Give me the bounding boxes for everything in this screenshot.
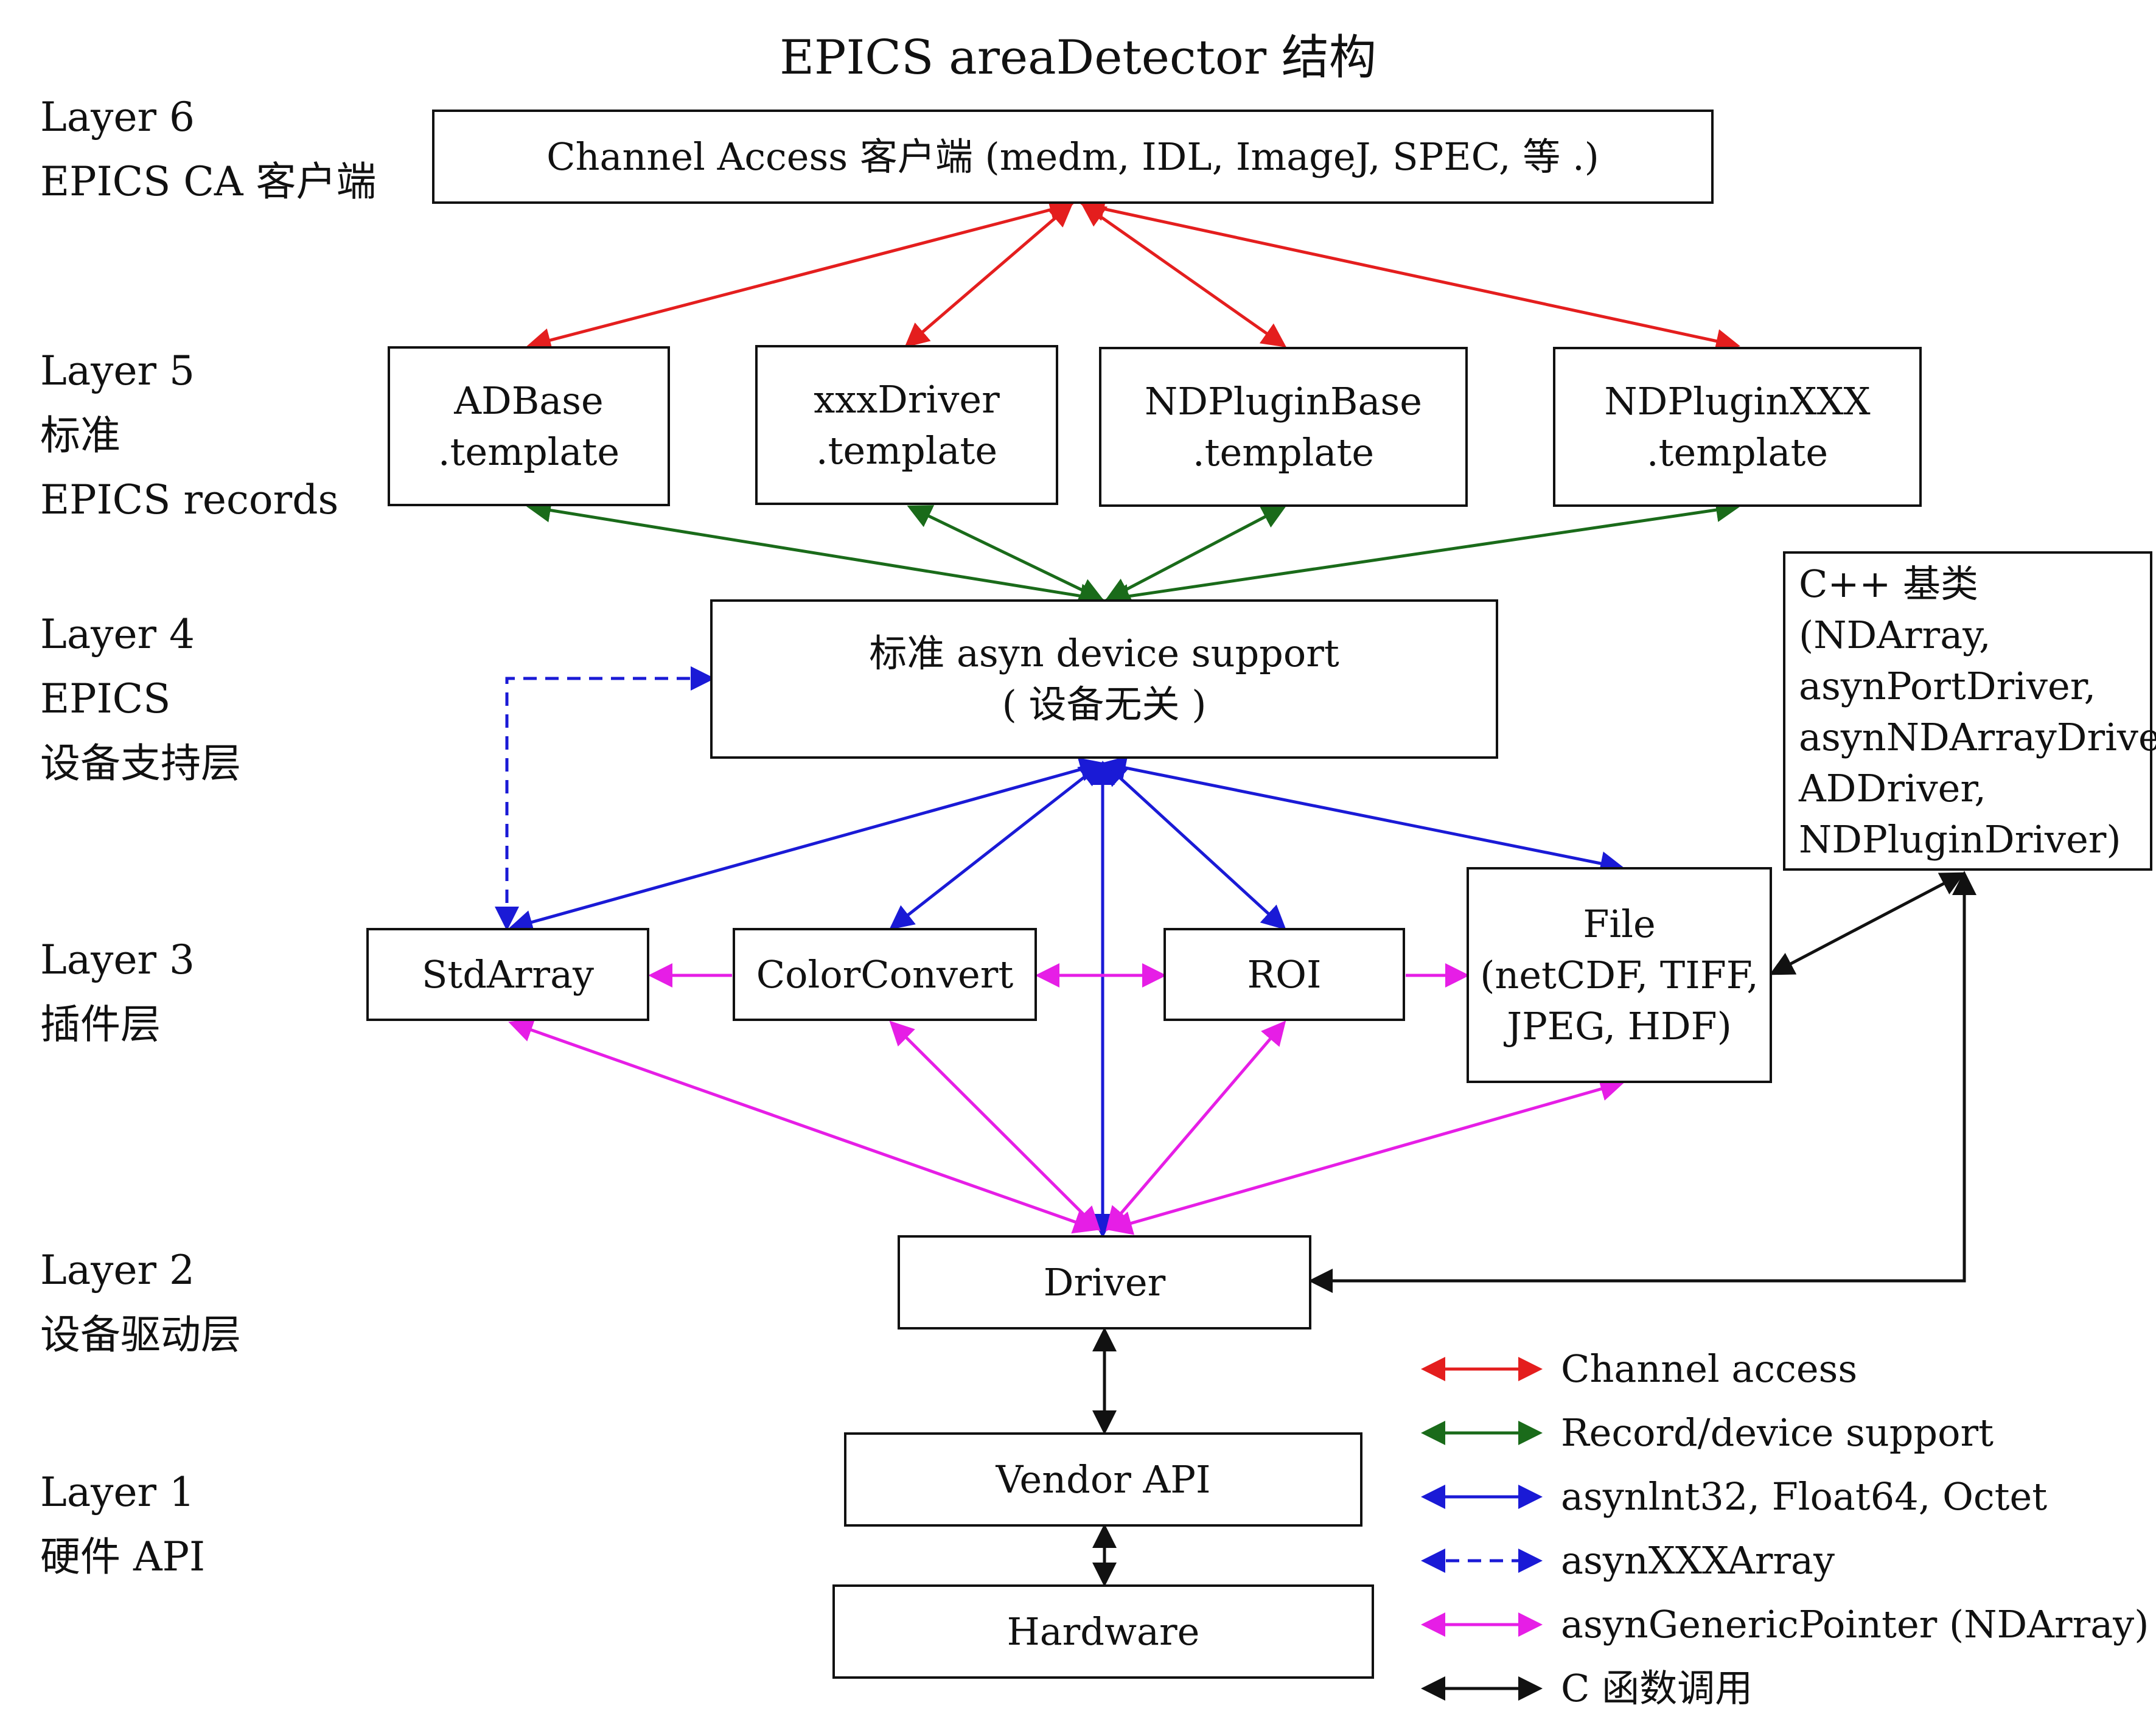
layer-5-label: Layer 5 标准 EPICS records [40,339,338,532]
arrow-xxxdriver-asyn [907,505,1104,601]
cpp-class-asynndarraydriver: asynNDArrayDriver, [1799,715,2156,759]
legend-asyn-array: asynXXXArray [1561,1538,1835,1583]
arrow-driver-roi [1105,1020,1286,1232]
driver-label: Driver [1043,1260,1166,1305]
file-formats-2: JPEG, HDF) [1507,1003,1732,1048]
cpp-base-classes-box: C++ 基类 (NDArray, asynPortDriver, asynNDA… [1783,551,2156,871]
layer-5-desc-2: EPICS records [40,476,339,523]
xxxdriver-ext: .template [815,428,998,473]
diagram-title: EPICS areaDetector 结构 [780,30,1376,85]
layer-2-label: Layer 2 设备驱动层 [40,1238,241,1367]
colorconvert-box: ColorConvert [733,928,1037,1021]
xxxdriver-template-box: xxxDriver .template [755,345,1058,505]
arrow-asyn-stdarray [508,758,1104,934]
layer-6-name: Layer 6 [40,94,195,141]
roi-box: ROI [1163,928,1405,1021]
arrow-driver-cpp [1308,871,1976,1293]
ndpluginxxx-name: NDPluginXXX [1604,378,1871,423]
arrow-asyn-file [1101,756,1625,876]
cpp-class-ndarray: (NDArray, [1799,613,1991,657]
layer-1-desc: 硬件 API [40,1533,206,1580]
ndpluginxxx-ext: .template [1646,430,1829,475]
asyn-support-title: 标准 asyn device support [869,631,1339,675]
arrow-asyn-colorconvert [889,761,1104,930]
layer-3-desc: 插件层 [40,1001,161,1048]
ndpluginxxx-template-box: NDPluginXXX .template [1553,347,1922,507]
xxxdriver-name: xxxDriver [814,377,1000,422]
arrow-driver-colorconvert [889,1020,1101,1232]
channel-access-arrows [526,197,1740,354]
layer-4-desc-1: EPICS [40,675,171,722]
layer-4-name: Layer 4 [40,611,195,658]
arrow-adbase-asyn [526,498,1104,608]
stdarray-label: StdArray [421,952,595,997]
cpp-base-title: C++ 基类 [1799,562,1979,606]
layer-3-name: Layer 3 [40,936,195,983]
vendor-api-label: Vendor API [996,1457,1211,1502]
layer-2-desc: 设备驱动层 [40,1311,241,1358]
layer-2-name: Layer 2 [40,1247,195,1294]
stdarray-box: StdArray [366,928,649,1021]
layer-6-label: Layer 6 EPICS CA 客户端 [40,85,377,214]
arrow-ndpluginxxx-asyn [1104,498,1740,608]
layer-6-desc: EPICS CA 客户端 [40,158,377,205]
adbase-name: ADBase [454,378,604,423]
roi-label: ROI [1247,952,1322,997]
legend-generic-pointer: asynGenericPointer (NDArray) [1561,1602,2149,1647]
legend-asyn-scalar: asynlnt32, Float64, Octet [1561,1474,2048,1519]
arrow-ca-xxxdriver [904,202,1073,348]
arrow-asyn-array-stdarray [495,666,715,931]
layer-1-label: Layer 1 硬件 API [40,1460,205,1589]
c-call-arrows [1092,871,1976,1587]
arrow-driver-file [1108,1077,1625,1235]
layer-1-name: Layer 1 [40,1469,195,1516]
layer-5-desc-1: 标准 [40,412,120,459]
legend-channel-access: Channel access [1561,1347,1858,1391]
legend-swatches [1421,1357,1543,1701]
arrow-ca-ndpluginxxx [1080,197,1740,354]
ndpluginbase-template-box: NDPluginBase .template [1099,347,1468,507]
file-box: File (netCDF, TIFF, JPEG, HDF) [1467,867,1772,1083]
ca-client-box: Channel Access 客户端 (medm, IDL, ImageJ, S… [432,110,1714,204]
ndpluginbase-name: NDPluginBase [1145,378,1422,423]
file-formats-1: (netCDF, TIFF, [1480,952,1759,997]
legend-record-support: Record/device support [1561,1410,1994,1455]
hardware-box: Hardware [832,1584,1374,1679]
ndpluginbase-ext: .template [1192,430,1375,475]
record-support-arrows [526,498,1740,608]
cpp-class-addriver: ADDriver, [1799,766,1986,810]
generic-pointer-arrows [508,963,1625,1235]
layer-4-desc-2: 设备支持层 [40,740,241,787]
vendor-api-box: Vendor API [844,1432,1362,1527]
asyn-arrows [495,666,1625,1238]
driver-box: Driver [898,1235,1311,1329]
cpp-class-ndplugindriver: NDPluginDriver) [1799,817,2121,862]
file-label: File [1583,901,1656,946]
layer-4-label: Layer 4 EPICS 设备支持层 [40,602,241,796]
cpp-class-asynportdriver: asynPortDriver, [1799,664,2096,708]
adbase-ext: .template [438,429,620,474]
layer-3-label: Layer 3 插件层 [40,928,195,1057]
asyn-support-note: ( 设备无关 ) [1002,682,1207,727]
layer-5-name: Layer 5 [40,347,195,394]
ca-client-text: Channel Access 客户端 (medm, IDL, ImageJ, S… [546,134,1599,179]
arrow-file-cpp [1769,872,1966,975]
adbase-template-box: ADBase .template [388,346,670,506]
legend-c-call: C 函数调用 [1561,1666,1753,1710]
arrow-asyn-roi [1102,761,1286,930]
arrow-driver-stdarray [508,1018,1098,1234]
hardware-label: Hardware [1006,1609,1200,1654]
asyn-device-support-box: 标准 asyn device support ( 设备无关 ) [710,599,1498,759]
colorconvert-label: ColorConvert [756,952,1014,997]
